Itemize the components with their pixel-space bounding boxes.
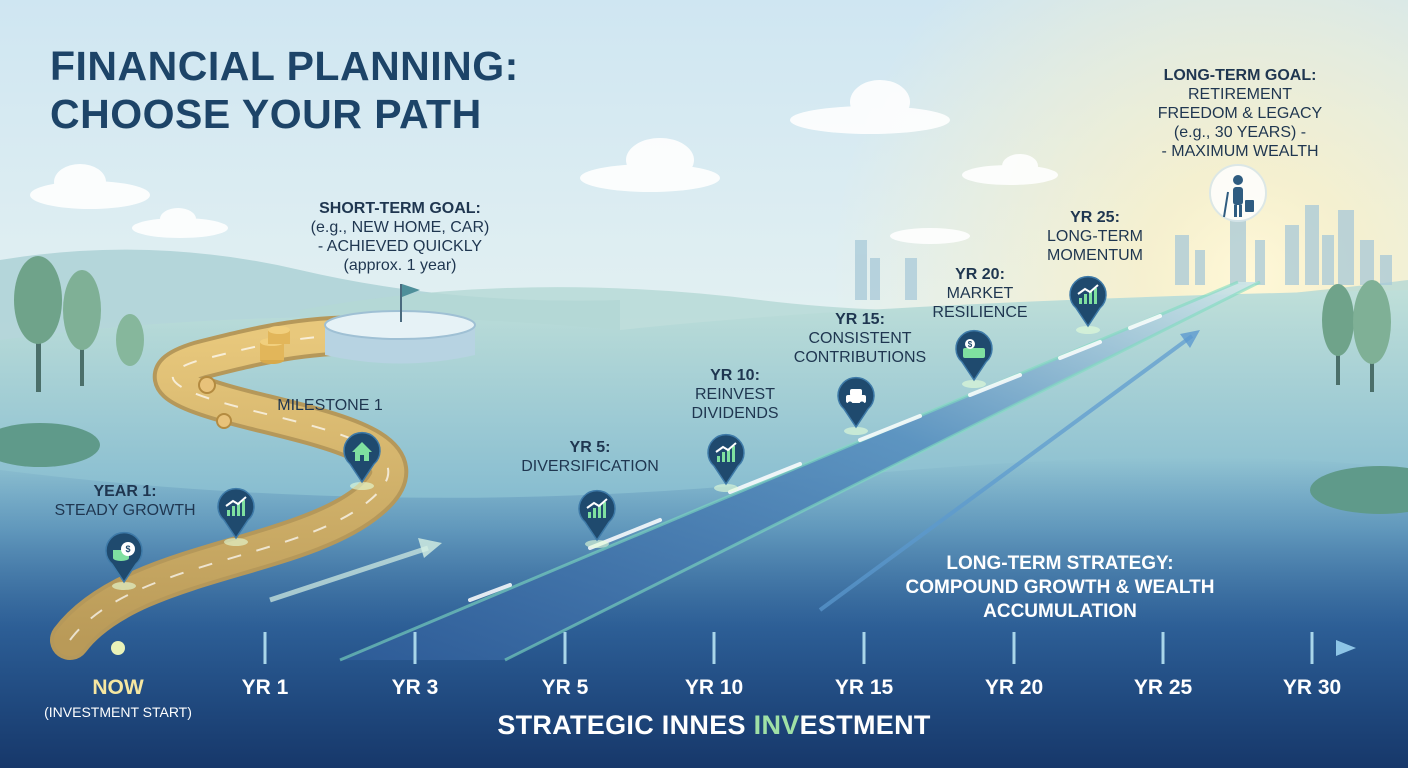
coin-stacks xyxy=(198,326,290,429)
short-term-goal-line-2: - ACHIEVED QUICKLY xyxy=(317,238,483,255)
yr15-label: YR 15: CONSISTENT CONTRIBUTIONS xyxy=(780,310,940,367)
yr25-label: YR 25: LONG-TERM MOMENTUM xyxy=(1020,208,1170,265)
growth-chart-icon xyxy=(586,498,608,518)
short-term-goal-heading: SHORT-TERM GOAL: xyxy=(319,200,481,217)
short-term-goal-line-3: (approx. 1 year) xyxy=(343,257,457,274)
yr25-heading: YR 25: xyxy=(1070,209,1120,226)
house-icon xyxy=(352,442,372,461)
yr20-heading: YR 20: xyxy=(955,266,1005,283)
city-skyline xyxy=(855,205,1392,300)
long-term-highway xyxy=(340,282,1260,660)
title-line-1: FINANCIAL PLANNING: xyxy=(50,43,519,89)
strategy-line-2: COMPOUND GROWTH & WEALTH ACCUMULATION xyxy=(905,577,1215,622)
short-term-goal-label: SHORT-TERM GOAL: (e.g., NEW HOME, CAR) -… xyxy=(290,199,510,275)
short-term-road xyxy=(50,315,409,660)
map-pin xyxy=(1069,275,1107,334)
long-term-goal-line-3: (e.g., 30 YEARS) - xyxy=(1173,124,1307,141)
yr15-line-2: CONTRIBUTIONS xyxy=(793,349,927,366)
map-pin xyxy=(837,376,875,435)
yr15-heading: YR 15: xyxy=(835,311,885,328)
yr10-line-1: REINVEST xyxy=(694,386,775,403)
long-term-goal-line-2: FREEDOM & LEGACY xyxy=(1157,105,1323,122)
yr5-text: DIVERSIFICATION xyxy=(521,458,659,475)
milestone1-text: MILESTONE 1 xyxy=(277,397,383,414)
map-pin: $ xyxy=(955,329,993,388)
yr25-line-2: MOMENTUM xyxy=(1047,247,1143,264)
timeline-label-yr10: YR 10 xyxy=(684,676,744,699)
map-pin xyxy=(343,431,381,490)
yr15-line-1: CONSISTENT xyxy=(808,330,912,347)
footer-accent: INV xyxy=(753,710,800,740)
page-title: FINANCIAL PLANNING: CHOOSE YOUR PATH xyxy=(50,42,610,138)
growth-chart-icon xyxy=(1077,284,1099,304)
timeline-label-yr1: YR 1 xyxy=(241,676,289,699)
map-pin xyxy=(707,433,745,492)
investment-start-note: (INVESTMENT START) xyxy=(44,704,192,720)
trees-right xyxy=(1310,280,1408,514)
yr20-label: YR 20: MARKET RESILIENCE xyxy=(910,265,1050,322)
yr25-line-1: LONG-TERM xyxy=(1047,228,1143,245)
clouds xyxy=(30,80,1058,244)
timeline-label-yr15: YR 15 xyxy=(834,676,894,699)
timeline-label-yr30: YR 30 xyxy=(1282,676,1342,699)
timeline-label-yr20: YR 20 xyxy=(984,676,1044,699)
title-line-2: CHOOSE YOUR PATH xyxy=(50,91,482,137)
footer-title: STRATEGIC INNES INVESTMENT xyxy=(0,710,1408,741)
long-term-goal-label: LONG-TERM GOAL: RETIREMENT FREEDOM & LEG… xyxy=(1130,66,1350,161)
car-icon xyxy=(846,389,866,407)
trees-left xyxy=(0,256,144,467)
footer-part-1: STRATEGIC INNES xyxy=(497,710,754,740)
timeline-label-yr25: YR 25 xyxy=(1133,676,1193,699)
yr5-label: YR 5: DIVERSIFICATION xyxy=(510,438,670,476)
svg-text:$: $ xyxy=(125,544,130,554)
long-term-goal-line-1: RETIREMENT xyxy=(1188,86,1292,103)
long-term-goal-heading: LONG-TERM GOAL: xyxy=(1163,67,1317,84)
growth-chart-icon xyxy=(715,442,737,462)
long-term-strategy: LONG-TERM STRATEGY: COMPOUND GROWTH & WE… xyxy=(830,552,1290,624)
timeline-label-yr3: YR 3 xyxy=(391,676,439,699)
short-term-goal-platform xyxy=(324,284,476,364)
short-term-goal-line-1: (e.g., NEW HOME, CAR) xyxy=(310,219,490,236)
coin-stack-icon: $ xyxy=(113,542,135,561)
cash-icon: $ xyxy=(963,339,985,358)
yr10-label: YR 10: REINVEST DIVIDENDS xyxy=(665,366,805,423)
year1-heading: YEAR 1: xyxy=(93,483,157,500)
milestone1-label: MILESTONE 1 xyxy=(260,396,400,415)
yr10-heading: YR 10: xyxy=(710,367,760,384)
map-pin: $ xyxy=(105,531,143,590)
yr10-line-2: DIVIDENDS xyxy=(691,405,779,422)
yr20-line-2: RESILIENCE xyxy=(932,304,1028,321)
footer-part-2: ESTMENT xyxy=(799,710,931,740)
yr20-line-1: MARKET xyxy=(946,285,1014,302)
timeline-label-now: NOW xyxy=(92,676,144,699)
growth-chart-icon xyxy=(225,496,247,516)
strategy-line-1: LONG-TERM STRATEGY: xyxy=(946,553,1174,574)
long-term-goal-line-4: - MAXIMUM WEALTH xyxy=(1161,143,1319,160)
timeline xyxy=(111,632,1356,664)
year1-text: STEADY GROWTH xyxy=(54,502,196,519)
retiree-icon xyxy=(1209,164,1267,222)
timeline-label-yr5: YR 5 xyxy=(541,676,589,699)
year1-label: YEAR 1: STEADY GROWTH xyxy=(40,482,210,520)
map-pin xyxy=(217,487,255,546)
svg-text:$: $ xyxy=(968,340,973,349)
yr5-heading: YR 5: xyxy=(569,439,611,456)
map-pin xyxy=(578,489,616,548)
